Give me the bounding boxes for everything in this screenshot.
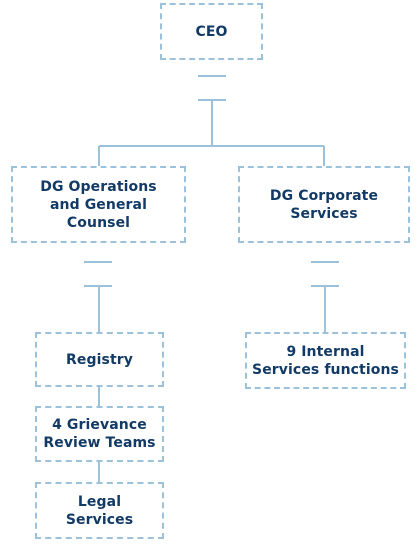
node-ceo: CEO <box>160 3 263 60</box>
node-dg-corporate: DG Corporate Services <box>238 166 410 243</box>
node-legal-label: Legal Services <box>65 493 134 528</box>
node-internal-services: 9 Internal Services functions <box>245 332 406 389</box>
node-registry: Registry <box>35 332 164 387</box>
node-grievance: 4 Grievance Review Teams <box>35 406 164 462</box>
node-internal-services-label: 9 Internal Services functions <box>252 343 399 378</box>
node-dg-operations-label: DG Operations and General Counsel <box>40 178 157 231</box>
node-legal: Legal Services <box>35 482 164 539</box>
node-registry-label: Registry <box>66 351 133 368</box>
node-ceo-label: CEO <box>195 23 228 40</box>
node-dg-operations: DG Operations and General Counsel <box>11 166 186 243</box>
node-dg-corporate-label: DG Corporate Services <box>269 187 379 222</box>
node-grievance-label: 4 Grievance Review Teams <box>43 417 156 451</box>
